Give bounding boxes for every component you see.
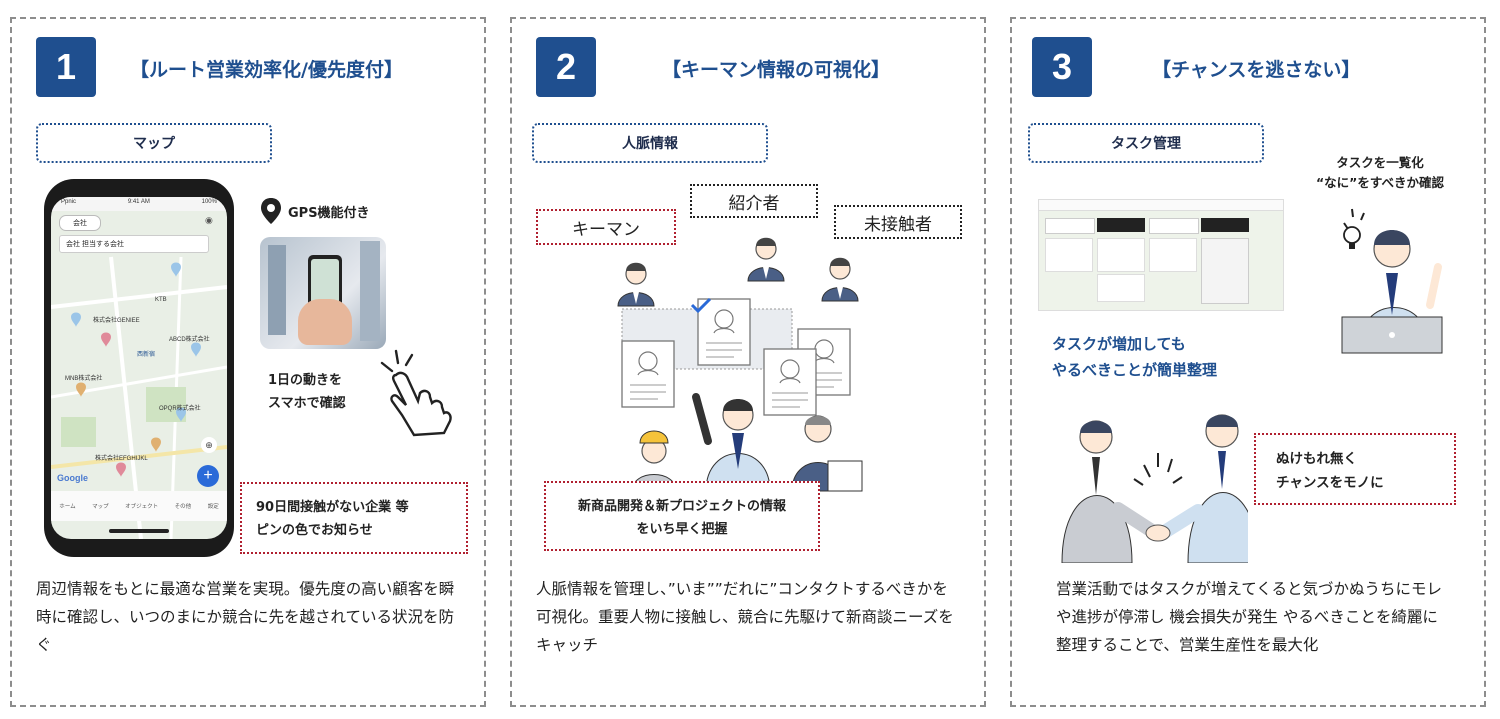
eye-icon[interactable]: ◉ xyxy=(205,215,213,225)
panel-description: 営業活動ではタスクが増えてくると気づかぬうちにモレや進捗が停滞し 機会損失が発生… xyxy=(1056,580,1442,654)
benefit-line: やるべきことが簡単整理 xyxy=(1052,361,1218,379)
caption-line: 1日の動きを xyxy=(268,373,343,388)
panel-chance: 3 【チャンスを逃さない】 タスク管理 タスクを一覧化 “なに”をすべきか確認 … xyxy=(1010,17,1486,707)
add-fab-button[interactable]: + xyxy=(197,465,219,487)
handshake-illustration xyxy=(1061,414,1248,563)
list-line: タスクを一覧化 xyxy=(1336,155,1424,170)
label-uncontacted: 未接触者 xyxy=(834,205,962,239)
chip-label: 会社 xyxy=(73,220,87,227)
phone-caption: 1日の動きを スマホで確認 xyxy=(268,369,346,415)
task-benefit-caption: タスクが増加しても やるべきことが簡単整理 xyxy=(1052,331,1217,383)
map-roads xyxy=(51,256,227,539)
home-indicator xyxy=(109,529,169,533)
locate-icon[interactable]: ⊕ xyxy=(201,437,217,453)
info-line: をいち早く把握 xyxy=(636,522,728,537)
uncontacted-text: 未接触者 xyxy=(864,214,932,235)
section-tag: タスク管理 xyxy=(1028,123,1264,163)
carrier-text: Ppnic xyxy=(61,199,77,205)
panel-description: 周辺情報をもとに最適な営業を実現。優先度の高い顧客を瞬時に確認し、いつのまにか競… xyxy=(36,580,455,654)
info-callout: 新商品開発＆新プロジェクトの情報 をいち早く把握 xyxy=(544,481,820,551)
battery-text: 100% xyxy=(201,199,217,205)
benefit-line: タスクが増加しても xyxy=(1052,335,1186,353)
panel-title: 【チャンスを逃さない】 xyxy=(1152,59,1361,81)
map-search-bar[interactable]: 会社 担当する会社 xyxy=(59,235,209,253)
chance-line: チャンスをモノに xyxy=(1276,475,1384,491)
step-number: 2 xyxy=(536,37,596,97)
panel-keyman: 2 【キーマン情報の可視化】 人脈情報 キーマン 紹介者 未接触者 xyxy=(510,17,986,707)
nav-other[interactable]: その他 xyxy=(174,504,192,510)
clock-text: 9:41 AM xyxy=(127,199,150,205)
map-label: 株式会社GENIEE xyxy=(93,318,140,324)
status-bar: Ppnic 9:41 AM 100% xyxy=(51,197,227,211)
map-label: OPQR株式会社 xyxy=(159,406,201,412)
map-label: ABCD株式会社 xyxy=(169,337,210,343)
google-logo: Google xyxy=(57,473,88,483)
phone-in-hand-photo xyxy=(260,237,386,349)
map-label: 株式会社EFGHIJKL xyxy=(95,456,148,462)
panel-title: 【キーマン情報の可視化】 xyxy=(662,59,891,81)
step-number: 3 xyxy=(1032,37,1092,97)
map-label: KTB xyxy=(155,297,167,303)
bottom-nav: ホーム マップ オブジェクト その他 設定 xyxy=(51,491,227,521)
section-tag: マップ xyxy=(36,123,272,163)
keyman-text: キーマン xyxy=(572,219,640,240)
task-board-screenshot xyxy=(1038,199,1284,311)
map-filter-chip[interactable]: 会社 xyxy=(59,215,101,231)
location-pin-icon xyxy=(261,198,281,224)
info-line: 新商品開発＆新プロジェクトの情報 xyxy=(577,499,786,514)
panel-description: 人脈情報を管理し、”いま””だれに”コンタクトするべきかを可視化。重要人物に接触… xyxy=(536,580,954,654)
network-people-illustration xyxy=(617,237,863,492)
nav-map[interactable]: マップ xyxy=(92,504,109,510)
phone-screen: Ppnic 9:41 AM 100% 会社 ◉ 会社 担当する会社 xyxy=(51,197,227,539)
step-number: 1 xyxy=(36,37,96,97)
chance-callout: ぬけもれ無く チャンスをモノに xyxy=(1254,433,1456,505)
panel-route: 1 【ルート営業効率化/優先度付】 マップ Ppnic 9:41 AM 100%… xyxy=(10,17,486,707)
nav-home[interactable]: ホーム xyxy=(59,504,76,510)
phone-mockup: Ppnic 9:41 AM 100% 会社 ◉ 会社 担当する会社 xyxy=(44,179,234,557)
list-caption: タスクを一覧化 “なに”をすべきか確認 xyxy=(1290,153,1470,193)
section-tag: 人脈情報 xyxy=(532,123,768,163)
alert-line: 90日間接触がない企業 等 xyxy=(256,500,409,515)
label-keyman: キーマン xyxy=(536,209,676,245)
search-text: 会社 担当する会社 xyxy=(66,241,124,248)
label-introducer: 紹介者 xyxy=(690,184,818,218)
tap-hand-icon xyxy=(380,349,452,437)
introducer-text: 紹介者 xyxy=(728,193,780,214)
alert-callout: 90日間接触がない企業 等 ピンの色でお知らせ xyxy=(240,482,468,554)
man-with-laptop-illustration xyxy=(1341,208,1443,354)
gps-label: GPS機能付き xyxy=(288,206,370,221)
nav-object[interactable]: オブジェクト xyxy=(125,504,159,510)
map-label: MNB株式会社 xyxy=(65,376,103,382)
nav-settings[interactable]: 設定 xyxy=(207,504,219,510)
chance-line: ぬけもれ無く xyxy=(1276,451,1357,467)
map-label: 西新宿 xyxy=(137,352,156,358)
list-line: “なに”をすべきか確認 xyxy=(1315,175,1445,190)
panel-title: 【ルート営業効率化/優先度付】 xyxy=(130,59,403,81)
alert-line: ピンの色でお知らせ xyxy=(256,523,373,538)
caption-line: スマホで確認 xyxy=(268,396,346,411)
